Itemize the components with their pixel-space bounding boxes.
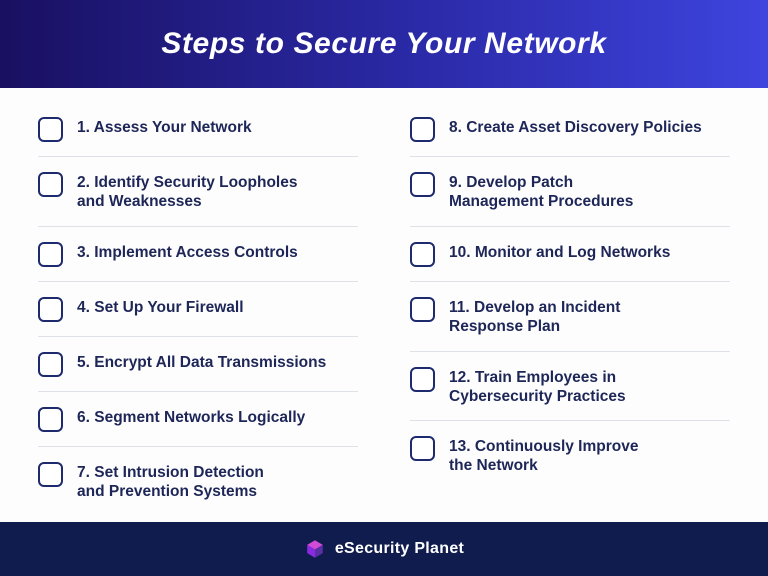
checklist-item: 1. Assess Your Network xyxy=(38,102,358,157)
checkbox-icon[interactable] xyxy=(38,351,63,377)
checklist-item-label: 2. Identify Security Loopholes and Weakn… xyxy=(77,174,298,210)
checkbox-icon[interactable] xyxy=(410,436,435,462)
checkbox-icon[interactable] xyxy=(38,296,63,322)
checklist-item: 6. Segment Networks Logically xyxy=(38,392,358,447)
checklist-item-label: 5. Encrypt All Data Transmissions xyxy=(77,353,327,371)
checklist-item-label: 4. Set Up Your Firewall xyxy=(77,298,244,316)
checklist-item-label: 10. Monitor and Log Networks xyxy=(449,243,671,261)
footer-bar: eSecurity Planet xyxy=(0,521,768,576)
checklist-item: 3. Implement Access Controls xyxy=(38,227,358,282)
checkbox-icon[interactable] xyxy=(38,461,63,487)
checklist-item: 7. Set Intrusion Detection and Preventio… xyxy=(38,447,358,516)
checklist-item-label: 3. Implement Access Controls xyxy=(77,243,298,261)
checklist-item-label: 13. Continuously Improve the Network xyxy=(449,438,639,475)
checklist-item: 10. Monitor and Log Networks xyxy=(410,227,730,282)
checkbox-icon[interactable] xyxy=(410,296,435,322)
checklist-column-right: 8. Create Asset Discovery Policies 9. De… xyxy=(410,102,730,516)
checkbox-icon[interactable] xyxy=(410,117,435,142)
checklist-item-label: 9. Develop Patch Management Procedures xyxy=(449,174,634,210)
checklist-item: 11. Develop an Incident Response Plan xyxy=(410,282,730,352)
checklist-item: 12. Train Employees in Cybersecurity Pra… xyxy=(410,352,730,422)
checklist-item: 8. Create Asset Discovery Policies xyxy=(410,102,730,157)
checklist-item: 4. Set Up Your Firewall xyxy=(38,282,358,337)
brand-name: eSecurity Planet xyxy=(334,539,465,557)
checklist-content: 1. Assess Your Network 2. Identify Secur… xyxy=(0,88,768,522)
checklist-item-label: 11. Develop an Incident Response Plan xyxy=(449,298,621,335)
checkbox-icon[interactable] xyxy=(410,172,435,197)
esecurity-planet-logo-icon xyxy=(304,538,326,560)
checklist-item-label: 12. Train Employees in Cybersecurity Pra… xyxy=(449,368,626,405)
checklist-item-label: 6. Segment Networks Logically xyxy=(77,408,306,426)
checklist-item: 2. Identify Security Loopholes and Weakn… xyxy=(38,157,358,227)
page-title: Steps to Secure Your Network xyxy=(161,27,607,60)
checklist-item-label: 8. Create Asset Discovery Policies xyxy=(449,119,702,136)
checkbox-icon[interactable] xyxy=(410,241,435,267)
checkbox-icon[interactable] xyxy=(38,406,63,432)
checklist-item-label: 1. Assess Your Network xyxy=(77,119,252,136)
checkbox-icon[interactable] xyxy=(38,117,63,142)
checklist-item: 9. Develop Patch Management Procedures xyxy=(410,157,730,227)
checklist-item: 13. Continuously Improve the Network xyxy=(410,421,730,490)
checkbox-icon[interactable] xyxy=(38,241,63,267)
checkbox-icon[interactable] xyxy=(410,366,435,392)
checklist-item: 5. Encrypt All Data Transmissions xyxy=(38,337,358,392)
checkbox-icon[interactable] xyxy=(38,172,63,197)
header-banner: Steps to Secure Your Network xyxy=(0,0,768,88)
checklist-column-left: 1. Assess Your Network 2. Identify Secur… xyxy=(38,102,358,516)
checklist-item-label: 7. Set Intrusion Detection and Preventio… xyxy=(77,463,264,500)
